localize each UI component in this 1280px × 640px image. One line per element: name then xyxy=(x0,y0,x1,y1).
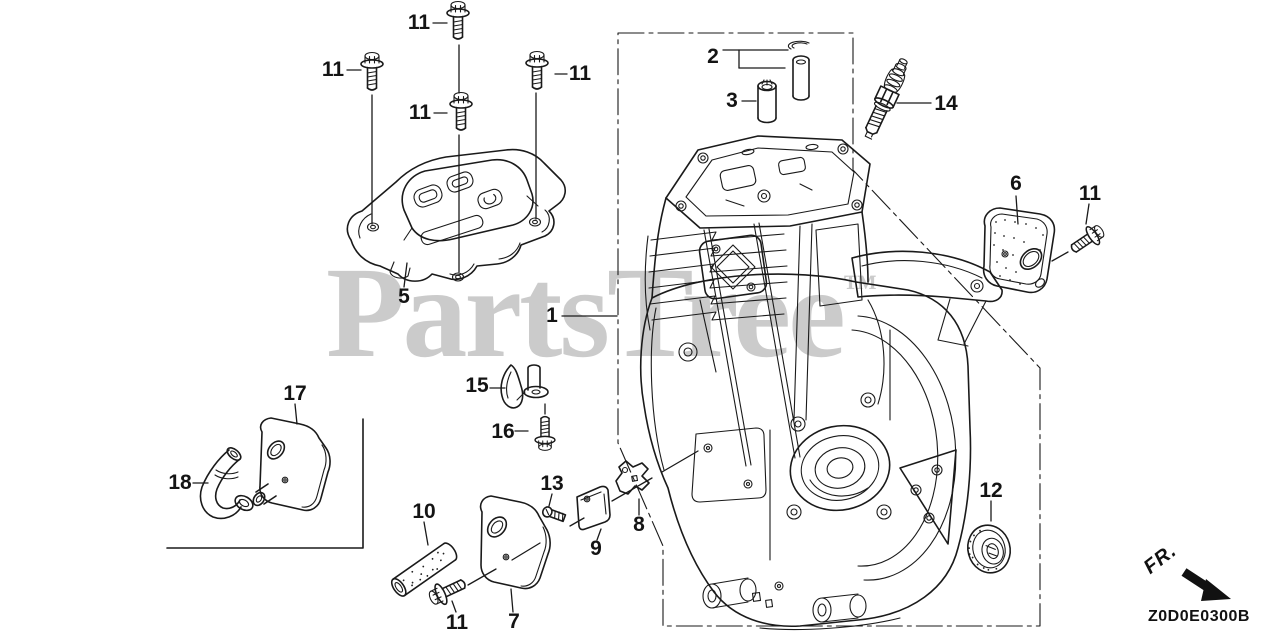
intake-flange xyxy=(698,234,768,300)
deck-holes xyxy=(675,143,863,212)
callout-14-spark-plug[interactable]: 14 xyxy=(934,92,958,115)
gasket-texture xyxy=(993,219,1044,285)
callout-11-bolt-right[interactable]: 11 xyxy=(568,62,592,85)
callout-9-plate[interactable]: 9 xyxy=(590,537,602,560)
part-8-reed-valve xyxy=(615,460,650,495)
callout-6-gasket[interactable]: 6 xyxy=(1010,172,1022,195)
callout-7-cover-plate[interactable]: 7 xyxy=(508,610,520,633)
part-12-oil-seal xyxy=(966,524,1012,574)
callout-8-reed[interactable]: 8 xyxy=(633,513,645,536)
part-1-cylinder-barrel xyxy=(639,135,1003,631)
callout-16-bolt[interactable]: 16 xyxy=(491,420,515,443)
cover-bolt-holes xyxy=(366,217,542,282)
part-14-spark-plug xyxy=(864,58,908,140)
callout-11-bolt-left[interactable]: 11 xyxy=(321,58,345,81)
callout-11-bolt-mid[interactable]: 11 xyxy=(408,101,432,124)
reference-border xyxy=(617,32,1041,627)
part-13-screw xyxy=(542,506,567,523)
cover-emboss xyxy=(413,171,503,246)
callout-5-valve-cover[interactable]: 5 xyxy=(398,285,410,308)
callout-leader-lines xyxy=(192,22,1090,613)
cylinder-studs xyxy=(703,222,801,467)
fr-direction-arrow xyxy=(1181,568,1231,601)
callout-12-oil-seal[interactable]: 12 xyxy=(979,479,1003,502)
part-7-cover-plate xyxy=(479,495,551,590)
callout-10-tube[interactable]: 10 xyxy=(412,500,436,523)
callout-15-clip[interactable]: 15 xyxy=(465,374,489,397)
watermark-tm: ™ xyxy=(842,269,877,306)
callout-18-tube[interactable]: 18 xyxy=(168,471,192,494)
watermark: PartsTree™ xyxy=(326,241,877,385)
callout-13-screw[interactable]: 13 xyxy=(540,472,564,495)
mount-arm xyxy=(851,250,1003,347)
part-18-breather-tube xyxy=(199,447,254,520)
group-bracket xyxy=(166,418,364,549)
callout-2-dowel[interactable]: 2 xyxy=(707,45,719,68)
bearing-bosses xyxy=(786,392,892,520)
callout-17-cover[interactable]: 17 xyxy=(283,382,307,405)
breather-stub xyxy=(252,483,277,507)
mounting-feet xyxy=(702,577,901,631)
part-6-gasket xyxy=(982,207,1056,294)
callout-11-bolt-bottom[interactable]: 11 xyxy=(445,611,469,634)
callout-11-bolt-gasket[interactable]: 11 xyxy=(1078,182,1102,205)
part-10-tube xyxy=(390,542,458,597)
side-gusset xyxy=(899,449,957,545)
part-15-tube-clip xyxy=(500,364,549,409)
part-5-valve-cover xyxy=(346,148,566,282)
part-16-bolt xyxy=(534,415,556,452)
callout-1-barrel[interactable]: 1 xyxy=(546,304,558,327)
part-2-dowel-pin xyxy=(787,40,810,101)
part-17-breather-cover xyxy=(252,417,331,512)
callout-3-dowel[interactable]: 3 xyxy=(726,89,738,112)
case-detail xyxy=(678,299,891,561)
callout-11-bolt-top[interactable]: 11 xyxy=(407,11,431,34)
diagram-ref-code: Z0D0E0300B xyxy=(1148,608,1250,625)
crank-bore xyxy=(789,424,891,512)
part-3-dowel-pin xyxy=(757,79,777,124)
part-9-breather-plate xyxy=(576,485,611,531)
